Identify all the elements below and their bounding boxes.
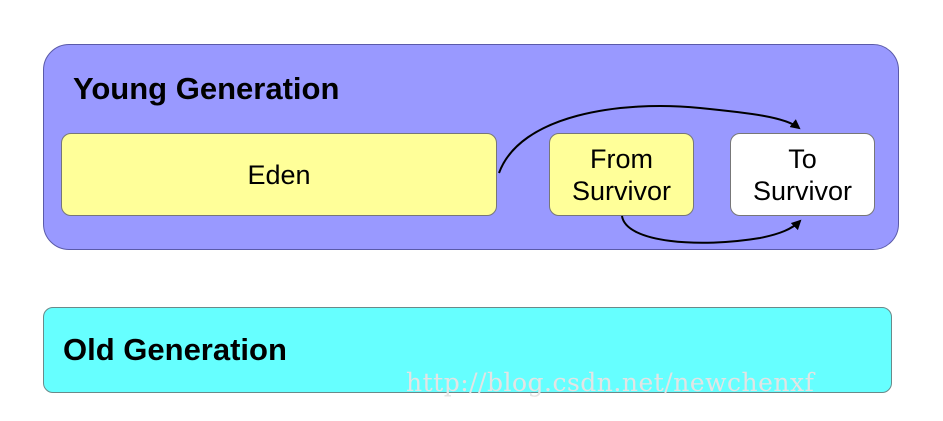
from-survivor-label-line1: From	[590, 143, 653, 174]
to-survivor-label-line1: To	[788, 143, 817, 174]
eden-space: Eden	[61, 133, 497, 216]
to-survivor-label-line2: Survivor	[752, 175, 853, 206]
watermark-url: http://blog.csdn.net/newchenxf	[406, 368, 815, 397]
young-generation-title: Young Generation	[73, 71, 340, 106]
to-survivor-space: To Survivor	[730, 133, 875, 216]
from-survivor-space: From Survivor	[549, 133, 694, 216]
eden-label: Eden	[247, 159, 311, 190]
from-survivor-label-line2: Survivor	[571, 175, 672, 206]
old-generation-region	[43, 307, 892, 393]
old-generation-title: Old Generation	[63, 332, 287, 367]
